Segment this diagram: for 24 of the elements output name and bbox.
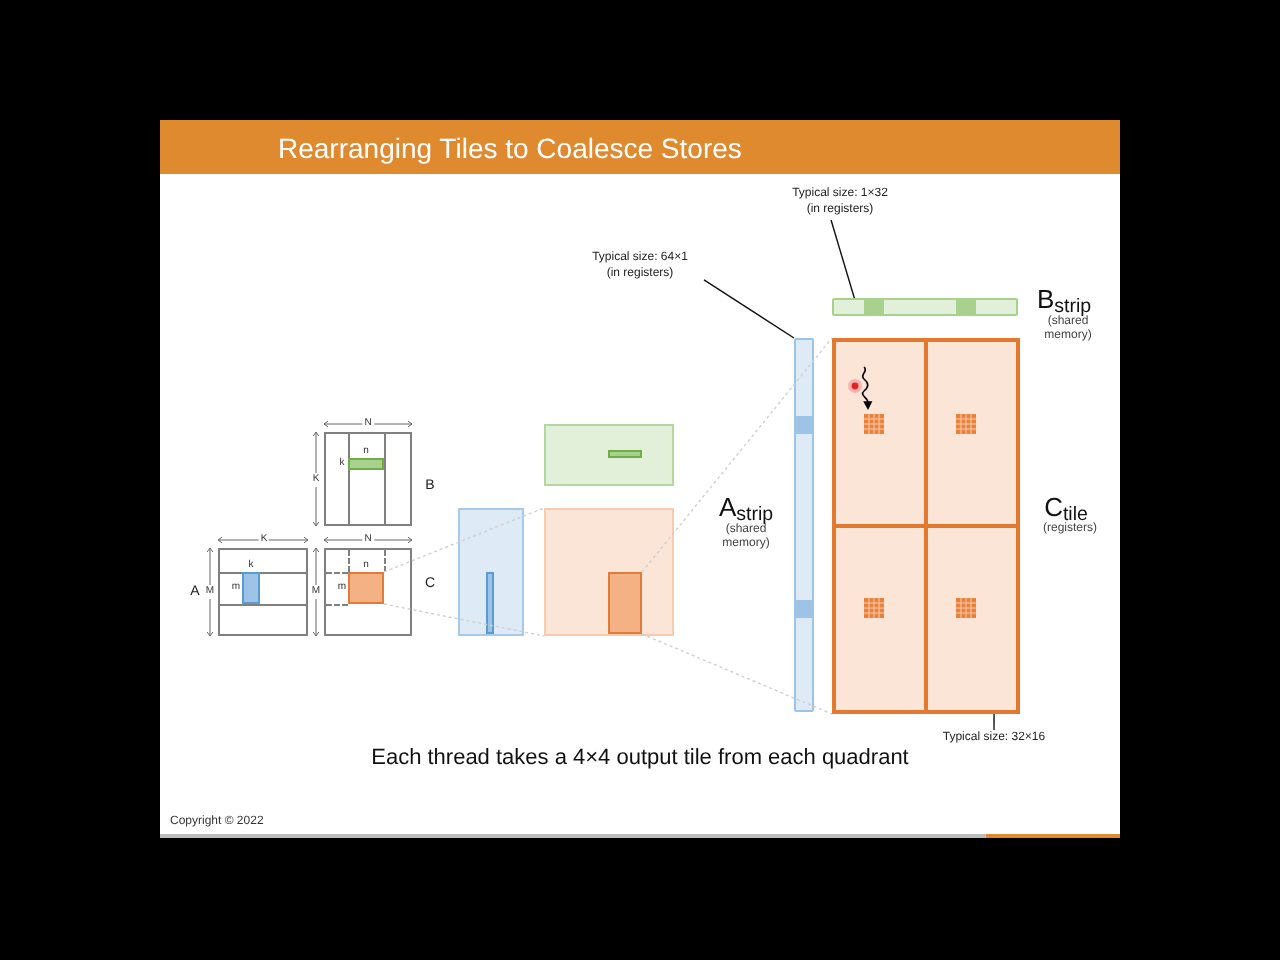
matrix-label: B$_{strip}$	[1036, 286, 1092, 314]
tile-slice	[348, 458, 384, 470]
matrix-grid	[218, 548, 308, 636]
leader-line	[993, 713, 995, 731]
caption-text: Each thread takes a 4×4 output tile from each quadrant	[371, 746, 909, 772]
matrix-grid	[324, 548, 412, 636]
tile-block	[544, 424, 674, 486]
tile-slice	[242, 572, 260, 604]
leader-line	[830, 219, 856, 299]
tile-block	[544, 508, 674, 636]
matrix-label: A$_{strip}$	[718, 494, 774, 522]
tile-slice	[608, 450, 642, 458]
matrix-label: C$_{tile}$	[1044, 494, 1088, 522]
guide-line	[641, 337, 833, 573]
tile-block	[458, 508, 524, 636]
memory-strip	[794, 338, 814, 712]
memory-strip	[832, 298, 1018, 316]
tile-slice	[608, 572, 642, 634]
matrix-grid	[324, 432, 412, 526]
tile-slice	[486, 572, 494, 634]
tile-slice	[348, 572, 384, 604]
output-tile	[832, 338, 1020, 714]
slide-title: Rearranging Tiles to Coalesce Stores	[278, 133, 742, 161]
leader-line	[703, 279, 795, 339]
